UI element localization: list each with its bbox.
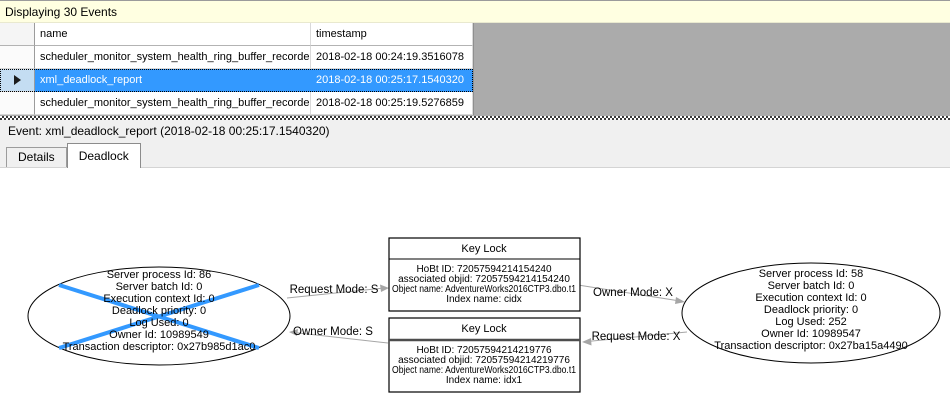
grid-header-row: name timestamp — [0, 23, 473, 46]
displaying-events-text: Displaying 30 Events — [5, 4, 118, 19]
grid-header-gutter — [0, 23, 35, 46]
process-node-victim: Server process Id: 86 Server batch Id: 0… — [27, 266, 291, 366]
svg-text:associated objid: 720575942142: associated objid: 72057594214219776 — [398, 355, 570, 366]
table-row[interactable]: scheduler_monitor_system_health_ring_buf… — [0, 92, 473, 115]
svg-text:Deadlock priority: 0: Deadlock priority: 0 — [764, 304, 858, 316]
deadlock-graph: Request Mode: S Owner Mode: S Owner Mode… — [27, 237, 941, 393]
resource-node-keylock-top: Key Lock HoBt ID: 72057594214154240 asso… — [388, 237, 581, 312]
svg-text:Index name: idx1: Index name: idx1 — [446, 375, 523, 386]
events-grid-zone: name timestamp scheduler_monitor_system_… — [0, 23, 950, 116]
row-gutter[interactable] — [0, 46, 35, 69]
edge-request-mode-x: Request Mode: X — [582, 331, 688, 346]
table-row[interactable]: scheduler_monitor_system_health_ring_buf… — [0, 46, 473, 69]
svg-text:Key Lock: Key Lock — [461, 323, 507, 335]
process-node: Server process Id: 58 Server batch Id: 0… — [681, 262, 941, 364]
resource-node-keylock-bottom: Key Lock HoBt ID: 72057594214219776 asso… — [388, 317, 581, 393]
svg-text:Object name: AdventureWorks201: Object name: AdventureWorks2016CTP3.dbo.… — [392, 284, 576, 295]
svg-text:Log Used: 0: Log Used: 0 — [129, 317, 188, 329]
svg-text:Server process Id: 86: Server process Id: 86 — [107, 269, 212, 281]
event-title-bar: Event: xml_deadlock_report (2018-02-18 0… — [0, 120, 950, 142]
event-title-text: Event: xml_deadlock_report (2018-02-18 0… — [8, 124, 330, 138]
grid-splitter[interactable] — [0, 116, 950, 120]
deadlock-graph-pane: Request Mode: S Owner Mode: S Owner Mode… — [0, 168, 950, 400]
column-header-name[interactable]: name — [35, 23, 311, 46]
svg-text:Log Used: 252: Log Used: 252 — [775, 316, 847, 328]
svg-text:Server batch Id: 0: Server batch Id: 0 — [768, 280, 855, 292]
svg-text:Deadlock priority: 0: Deadlock priority: 0 — [112, 305, 206, 317]
edge-label: Request Mode: X — [592, 331, 681, 343]
event-name-cell[interactable]: xml_deadlock_report — [35, 69, 311, 92]
svg-text:Key Lock: Key Lock — [461, 243, 507, 255]
edge-owner-mode-x: Owner Mode: X — [577, 284, 685, 304]
event-name-cell[interactable]: scheduler_monitor_system_health_ring_buf… — [35, 92, 311, 115]
svg-text:associated objid: 720575942141: associated objid: 72057594214154240 — [398, 274, 570, 285]
svg-text:Transaction descriptor: 0x27ba: Transaction descriptor: 0x27ba15a4490 — [714, 340, 907, 352]
column-header-timestamp[interactable]: timestamp — [311, 23, 473, 46]
svg-text:Server batch Id: 0: Server batch Id: 0 — [116, 281, 203, 293]
event-timestamp-cell[interactable]: 2018-02-18 00:25:17.1540320 — [311, 69, 473, 92]
svg-text:Owner Id: 10989547: Owner Id: 10989547 — [761, 328, 861, 340]
row-gutter[interactable] — [0, 69, 35, 92]
edge-request-mode-s: Request Mode: S — [286, 284, 389, 299]
event-timestamp-cell[interactable]: 2018-02-18 00:25:19.5276859 — [311, 92, 473, 115]
displaying-events-bar: Displaying 30 Events — [0, 1, 950, 23]
edge-label: Owner Mode: X — [593, 287, 673, 299]
events-grid: name timestamp scheduler_monitor_system_… — [0, 23, 474, 115]
event-name-cell[interactable]: scheduler_monitor_system_health_ring_buf… — [35, 46, 311, 69]
victim-cross-icon — [58, 283, 260, 350]
svg-text:Owner Id: 10989549: Owner Id: 10989549 — [109, 329, 209, 341]
table-row-selected[interactable]: xml_deadlock_report 2018-02-18 00:25:17.… — [0, 69, 473, 92]
svg-text:Execution context Id: 0: Execution context Id: 0 — [755, 292, 866, 304]
svg-text:Object name: AdventureWorks201: Object name: AdventureWorks2016CTP3.dbo.… — [392, 365, 576, 376]
tab-strip: Details Deadlock — [0, 142, 950, 168]
svg-text:Transaction descriptor: 0x27b9: Transaction descriptor: 0x27b985d1ac0 — [63, 341, 256, 353]
edge-label: Request Mode: S — [290, 284, 379, 296]
tab-details[interactable]: Details — [6, 147, 67, 167]
tab-deadlock[interactable]: Deadlock — [66, 143, 141, 168]
current-row-indicator-icon — [13, 75, 21, 85]
svg-text:HoBt ID: 72057594214219776: HoBt ID: 72057594214219776 — [416, 345, 552, 356]
svg-text:Index name: cidx: Index name: cidx — [446, 294, 522, 305]
edge-owner-mode-s: Owner Mode: S — [289, 326, 389, 344]
row-gutter[interactable] — [0, 92, 35, 115]
edge-label: Owner Mode: S — [293, 326, 373, 338]
event-timestamp-cell[interactable]: 2018-02-18 00:24:19.3516078 — [311, 46, 473, 69]
svg-text:Server process Id: 58: Server process Id: 58 — [759, 268, 864, 280]
svg-text:Execution context Id: 0: Execution context Id: 0 — [103, 293, 214, 305]
svg-text:HoBt ID: 72057594214154240: HoBt ID: 72057594214154240 — [416, 264, 552, 275]
